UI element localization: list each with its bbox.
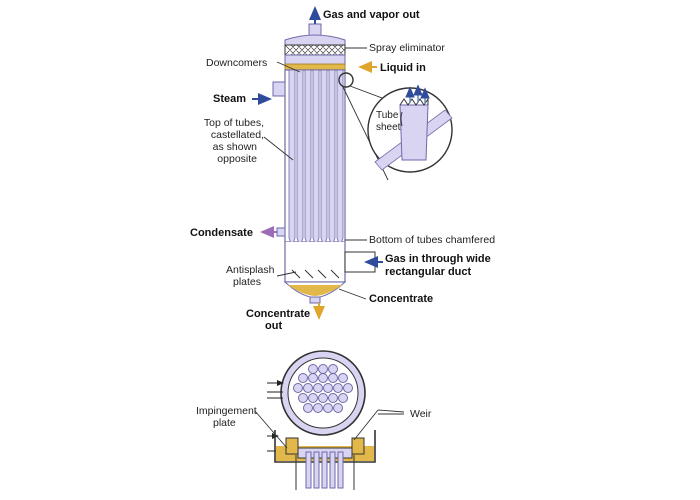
- tube-plate-section: [280, 350, 366, 436]
- impingement-plate-label-2: plate: [213, 417, 236, 429]
- flow-arrows: [252, 6, 383, 320]
- condensate-label: Condensate: [190, 227, 253, 239]
- antisplash-plates: [291, 269, 340, 279]
- evaporator-vessel: [272, 23, 376, 304]
- top-of-tubes-label-4: opposite: [217, 153, 257, 165]
- bottom-of-tubes-label: Bottom of tubes chamfered: [369, 234, 495, 246]
- liquid-in-label: Liquid in: [380, 62, 426, 74]
- antisplash-label-2: plates: [233, 276, 261, 288]
- tube-detail-inset: [367, 84, 453, 173]
- gas-in-label-2: rectangular duct: [385, 266, 472, 278]
- concentrate-out-label-1: Concentrate: [246, 308, 310, 320]
- leader-lines: [263, 47, 367, 300]
- gas-in-label-1: Gas in through wide: [385, 253, 491, 265]
- top-of-tubes-label-1: Top of tubes,: [204, 117, 264, 129]
- spray-eliminator-label: Spray eliminator: [369, 42, 445, 54]
- bottom-leader-lines: [254, 409, 405, 449]
- concentrate-out-label-2: out: [265, 320, 282, 332]
- concentrate-label: Concentrate: [369, 293, 433, 305]
- downcomers-label: Downcomers: [206, 57, 267, 69]
- tube-sheet-label-2: sheet: [376, 122, 401, 133]
- weir-label: Weir: [410, 408, 432, 420]
- top-of-tubes-label-2: castellated,: [211, 129, 264, 141]
- steam-label: Steam: [213, 93, 246, 105]
- section-elevation: [274, 430, 376, 490]
- spray-eliminator-mesh: [284, 44, 346, 56]
- top-of-tubes-label-3: as shown: [213, 141, 258, 153]
- tube-sheet-label-1: Tube: [376, 110, 399, 121]
- detail-marker: [338, 72, 354, 88]
- concentrate-pool: [288, 285, 342, 296]
- tube-holes: [293, 364, 353, 413]
- gas-vapor-out-label: Gas and vapor out: [323, 9, 420, 21]
- vertical-tubes: [288, 69, 344, 248]
- antisplash-label-1: Antisplash: [226, 264, 275, 276]
- impingement-plate-label-1: Impingement: [196, 405, 257, 417]
